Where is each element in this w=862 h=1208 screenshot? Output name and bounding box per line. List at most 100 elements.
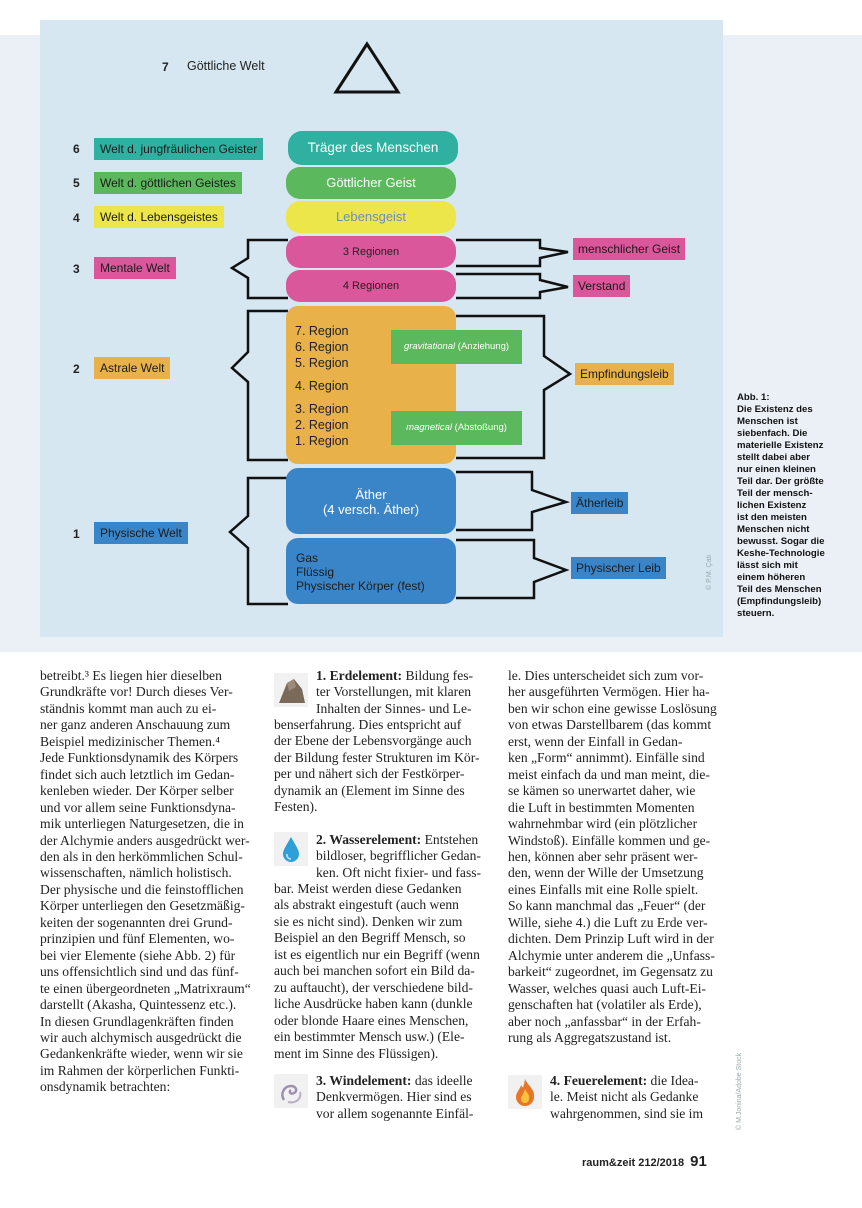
text-line: und vor allem seine Funktionsdyna- <box>40 799 236 815</box>
tag-empfindungsleib: Empfindungsleib <box>575 363 674 385</box>
pill-aether: Äther (4 versch. Äther) <box>286 468 456 534</box>
physisch-line: Flüssig <box>296 565 335 579</box>
caption-line: einem höheren <box>737 572 806 583</box>
level-number: 2 <box>73 362 80 376</box>
astral-region: 3. Region <box>295 402 349 416</box>
caption-line: Keshe-Technologie <box>737 548 825 559</box>
text-line: der Bildung fester Strukturen im Kör- <box>274 749 480 765</box>
caption-line: stellt dabei aber <box>737 452 811 463</box>
text-column-1: betreibt.³ Es liegen hier dieselben Grun… <box>40 668 258 1096</box>
text-line: der Alchymie anders ausgedrückt wer- <box>40 832 250 848</box>
bracket-3regionen <box>456 238 569 268</box>
text-line: Wasser, welches quasi auch Luft-Ei- <box>508 980 707 996</box>
level-number: 5 <box>73 176 80 190</box>
text-line: Jede Funktionsdynamik des Körpers <box>40 750 239 766</box>
tag-physischer-leib: Physischer Leib <box>571 557 666 579</box>
feuerelement-head: 4. Feuerelement: die Idea- le. Meist nic… <box>550 1073 724 1122</box>
gravitational-italic: gravitational <box>403 341 456 352</box>
text-line: ein bestimmter Mensch usw.) (Ele- <box>274 1029 465 1045</box>
caption-line: ist den meisten <box>737 512 807 523</box>
text-line: das ideelle <box>411 1073 473 1088</box>
text-line: se kämen so unerwartet daher, wie <box>508 783 696 799</box>
text-line: dynamik an (Element im Sinne des <box>274 782 465 798</box>
level-label-goettlicher-geist: Welt d. göttlichen Geistes <box>94 172 242 194</box>
text-line: genschaften hat (volatiler als Erde), <box>508 997 702 1013</box>
page-number: 91 <box>690 1153 707 1170</box>
text-line: betreibt.³ Es liegen hier dieselben <box>40 668 222 683</box>
tag-aetherleib: Ätherleib <box>571 492 629 514</box>
gravitational-box: gravitational (Anziehung) <box>391 330 522 364</box>
text-line: bei vier Elemente (siehe Abb. 2) für <box>40 947 236 963</box>
text-line: eines Einfalls mit eine Rolle spielt. <box>508 881 699 897</box>
text-line: keiten der sogenannten drei Grund- <box>40 914 233 930</box>
caption-line: nur einen kleinen <box>737 464 816 475</box>
level-label-lebensgeist: Welt d. Lebensgeistes <box>94 206 224 228</box>
bracket-aetherleib <box>456 470 571 532</box>
text-line: Gedankenkräfte wieder, wenn wir sie <box>40 1046 243 1062</box>
text-line: findet sich auch letztlich im Gedan- <box>40 766 235 782</box>
text-line: le. Dies unterscheidet sich zum vor- <box>508 668 704 683</box>
level-number: 6 <box>73 142 80 156</box>
windelement-title: 3. Windelement: <box>316 1073 412 1088</box>
pill-physisch: Gas Flüssig Physischer Körper (fest) <box>286 538 456 604</box>
magnetical-box: magnetical (Abstoßung) <box>391 411 522 445</box>
level-label-jungfraeuliche-geister: Welt d. jungfräulichen Geister <box>94 138 264 160</box>
text-line: aber noch „anfassbar“ in der Erfah- <box>508 1013 701 1029</box>
text-line: dichten. Dem Prinzip Luft wird in der <box>508 931 714 947</box>
bracket-mental <box>229 238 288 300</box>
bracket-astral <box>230 309 288 462</box>
pill-3-regionen: 3 Regionen <box>286 236 456 268</box>
bracket-physisch <box>228 476 288 606</box>
text-line: wahrgenommen, sind sie im <box>550 1105 704 1121</box>
astral-region: 4. Region <box>295 379 349 393</box>
text-line: im Rahmen der körperlichen Funkti- <box>40 1062 240 1078</box>
aether-line2: (4 versch. Äther) <box>322 502 420 517</box>
text-line: ment im Sinne des Flüssigen). <box>274 1045 439 1061</box>
caption-line: materielle Existenz <box>737 440 824 451</box>
text-line: wir auch alchymisch ausgedrückt die <box>40 1029 242 1045</box>
earth-icon <box>274 673 308 707</box>
text-line: vor allem sogenannte Einfäl- <box>316 1105 474 1121</box>
text-line: ken „Form“ annimmt). Einfälle sind <box>508 750 705 766</box>
caption-line: Teil der mensch- <box>737 488 813 499</box>
text-line: meist einfach da und man meint, die- <box>508 766 710 782</box>
text-line: ter Vorstellungen, mit klaren <box>316 684 472 700</box>
photo-credit: © M.Jonina/Adobe Stock <box>736 1052 743 1130</box>
astral-region: 6. Region <box>295 340 349 354</box>
text-line: ist es eigentlich nur ein Begriff (wenn <box>274 946 480 962</box>
text-line: In diesen Grundlagenkräften finden <box>40 1013 234 1029</box>
text-line: Körper unterliegen den Gesetzmäßig- <box>40 898 245 914</box>
caption-line: Menschen ist <box>737 416 798 427</box>
text-line: ken. Oft nicht fixier- und fass- <box>316 864 482 880</box>
text-line: der Ebene der Lebensvorgänge auch <box>274 733 472 749</box>
aether-line1: Äther <box>355 487 387 502</box>
bracket-4regionen <box>456 272 569 300</box>
gravitational-rest: (Anziehung) <box>455 341 510 352</box>
caption-line: Teil dar. Der größte <box>737 476 824 487</box>
text-line: Der physische und die feinstofflichen <box>40 881 244 897</box>
pill-lebensgeist: Lebensgeist <box>286 201 456 233</box>
text-line: wahrnehmbar wird (ein plötzlicher <box>508 816 698 832</box>
physisch-line: Physischer Körper (fest) <box>296 579 425 593</box>
figure-credit: © P.M. Çati <box>706 555 713 590</box>
wind-icon <box>274 1074 308 1108</box>
astral-region: 1. Region <box>295 434 349 448</box>
feuerelement-title: 4. Feuerelement: <box>550 1073 648 1088</box>
text-line: ständnis kommt man auch zu ei- <box>40 700 217 716</box>
text-line: Festen). <box>274 799 318 815</box>
text-line: bar. Meist werden diese Gedanken <box>274 881 462 896</box>
text-line: bildloser, begrifflicher Gedan- <box>316 848 481 864</box>
caption-line: steuern. <box>737 608 775 619</box>
text-line: darstellt (Akasha, Quintessenz etc.). <box>40 997 237 1013</box>
text-line: hen, können aber sehr präsent wer- <box>508 848 698 864</box>
erdelement-head: 1. Erdelement: Bildung fes- ter Vorstell… <box>316 668 492 717</box>
caption-line: lichen Existenz <box>737 500 807 511</box>
text-line: liche Ausdrücke haben kann (dunkle <box>274 996 473 1012</box>
tag-verstand: Verstand <box>573 275 631 297</box>
text-line: per und nähert sich der Festkörper- <box>274 766 465 782</box>
text-line: die Luft in bestimmten Momenten <box>508 799 695 815</box>
level-label-mentale-welt: Mentale Welt <box>94 257 176 279</box>
text-line: ben wir schon eine gewisse Loslösung <box>508 700 717 716</box>
magnetical-italic: magnetical <box>406 422 453 433</box>
text-line: mik unterliegen Naturgesetzen, die in <box>40 816 244 832</box>
